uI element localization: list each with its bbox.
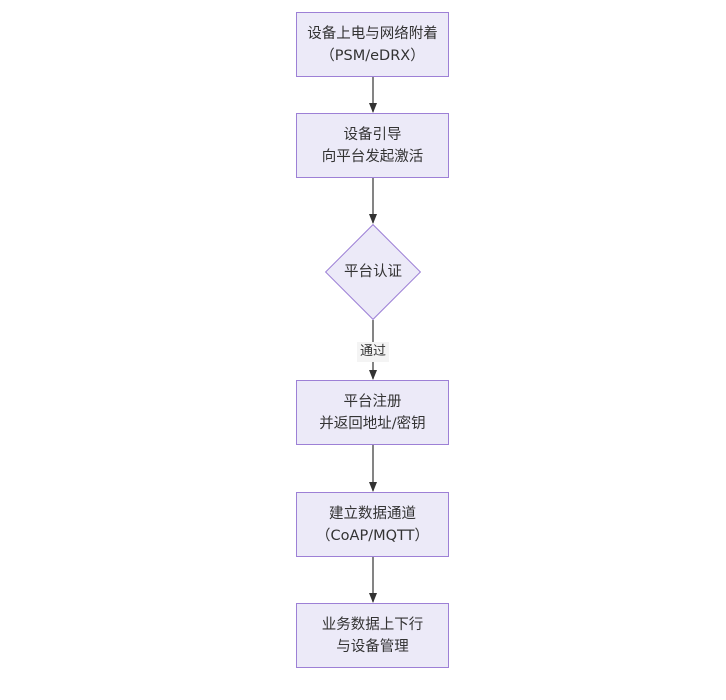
flow-node-line: 设备引导 xyxy=(343,126,402,143)
flow-node-line: 建立数据通道 xyxy=(329,505,416,522)
flow-node-line: 与设备管理 xyxy=(336,638,409,655)
flow-node-line: 向平台发起激活 xyxy=(321,148,424,165)
flow-node-line: 平台注册 xyxy=(343,393,402,410)
flow-node-line: 平台认证 xyxy=(344,264,402,280)
flow-node-data-channel[interactable]: 建立数据通道 （CoAP/MQTT） xyxy=(296,492,449,557)
flow-node-device-power-on[interactable]: 设备上电与网络附着 （PSM/eDRX） xyxy=(296,12,449,77)
flow-node-line: 设备上电与网络附着 xyxy=(307,25,438,42)
flow-node-line: （PSM/eDRX） xyxy=(320,47,425,64)
edge-label-pass: 通过 xyxy=(356,342,390,362)
flow-node-platform-register[interactable]: 平台注册 并返回地址/密钥 xyxy=(296,380,449,445)
flow-node-business-data[interactable]: 业务数据上下行 与设备管理 xyxy=(296,603,449,668)
flow-node-line: 业务数据上下行 xyxy=(321,616,424,633)
flow-node-platform-auth-decision[interactable]: 平台认证 xyxy=(324,223,422,321)
flow-node-device-bootstrap[interactable]: 设备引导 向平台发起激活 xyxy=(296,113,449,178)
flow-node-line: 并返回地址/密钥 xyxy=(319,415,426,432)
flow-node-line: （CoAP/MQTT） xyxy=(316,527,429,544)
